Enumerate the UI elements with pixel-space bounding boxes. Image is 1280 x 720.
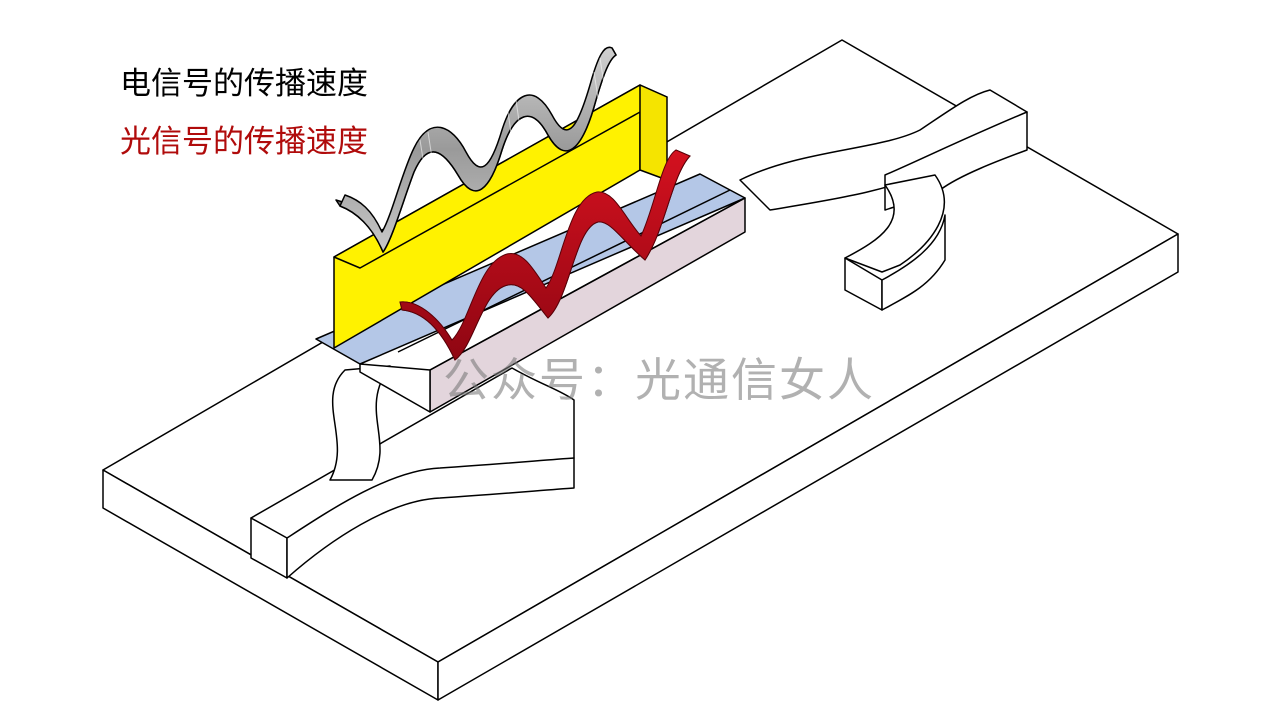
optical-wave-top: [399, 149, 691, 361]
waveguide-end-face: [359, 363, 431, 413]
optical-signal-speed-label: 光信号的传播速度: [120, 124, 368, 160]
waveguide-arm-line-2: [429, 197, 746, 371]
watermark-text: 公众号：光通信女人: [443, 353, 875, 407]
optical-wave-ribbon-icon: [399, 149, 691, 361]
output-y-branch: [739, 89, 1028, 311]
substrate-right-face: [437, 233, 1179, 701]
electrical-wave-stripes: [419, 57, 605, 166]
electrode-right-face: [639, 84, 668, 181]
input-branch-side: [286, 457, 575, 579]
output-lower-leg: [844, 174, 946, 273]
electrical-wave-top: [339, 46, 617, 253]
input-neck: [329, 365, 391, 481]
electrical-wave-ribbon-icon: [335, 46, 617, 253]
electrical-signal-speed-label: 电信号的传播速度: [120, 66, 368, 102]
output-lower-leg-side: [881, 214, 946, 311]
input-y-branch: [250, 365, 575, 579]
